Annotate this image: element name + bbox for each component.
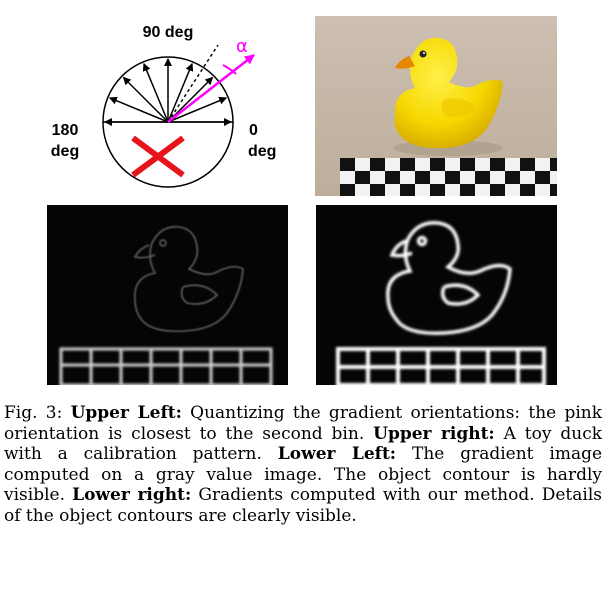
bin-arrows: [104, 58, 232, 126]
label-0: 0: [249, 122, 258, 139]
bin-arrow: [108, 96, 169, 123]
label-0-deg: deg: [248, 143, 276, 160]
caption-lower-right-label: Lower right:: [72, 485, 192, 505]
pink-orientation-arrow: [167, 54, 255, 123]
figure-label: Fig. 3:: [4, 403, 63, 423]
bin-arrow: [167, 96, 228, 123]
bin-arrow: [122, 76, 169, 123]
caption-upper-right-text: A toy duck with a calibration pattern.: [4, 423, 603, 465]
red-cross-icon: [131, 135, 185, 178]
gray-gradient-image: [47, 205, 288, 385]
caption-upper-right-label: Upper right:: [373, 423, 495, 444]
bin-arrow: [167, 76, 214, 123]
label-180-deg: deg: [51, 143, 79, 160]
bin-arrow: [142, 62, 169, 123]
bin-arrow: [167, 62, 194, 123]
alpha-symbol: α: [236, 36, 248, 57]
orientation-quantization-diagram: α 90 deg 180 deg 0 deg: [18, 10, 303, 200]
label-90-deg: 90 deg: [143, 24, 194, 41]
duck-photo: [315, 16, 557, 196]
caption-lower-left-label: Lower Left:: [277, 444, 397, 464]
caption-lower-right-text: Gradients computed with our method. Deta…: [4, 485, 603, 526]
caption-upper-left-text: Quantizing the gradient orientations: th…: [4, 403, 603, 444]
alpha-angle-arc: [222, 64, 237, 75]
bin-dashed-line: [167, 44, 219, 123]
calibration-checkerboard: [340, 158, 557, 196]
label-180: 180: [52, 122, 79, 139]
method-gradient-image: [316, 205, 557, 385]
figure-caption: Fig. 3: Upper Left: Quantizing the gradi…: [4, 403, 602, 526]
caption-lower-left-text: The gradient image computed on a gray va…: [4, 444, 603, 505]
caption-upper-left-label: Upper Left:: [70, 403, 182, 423]
